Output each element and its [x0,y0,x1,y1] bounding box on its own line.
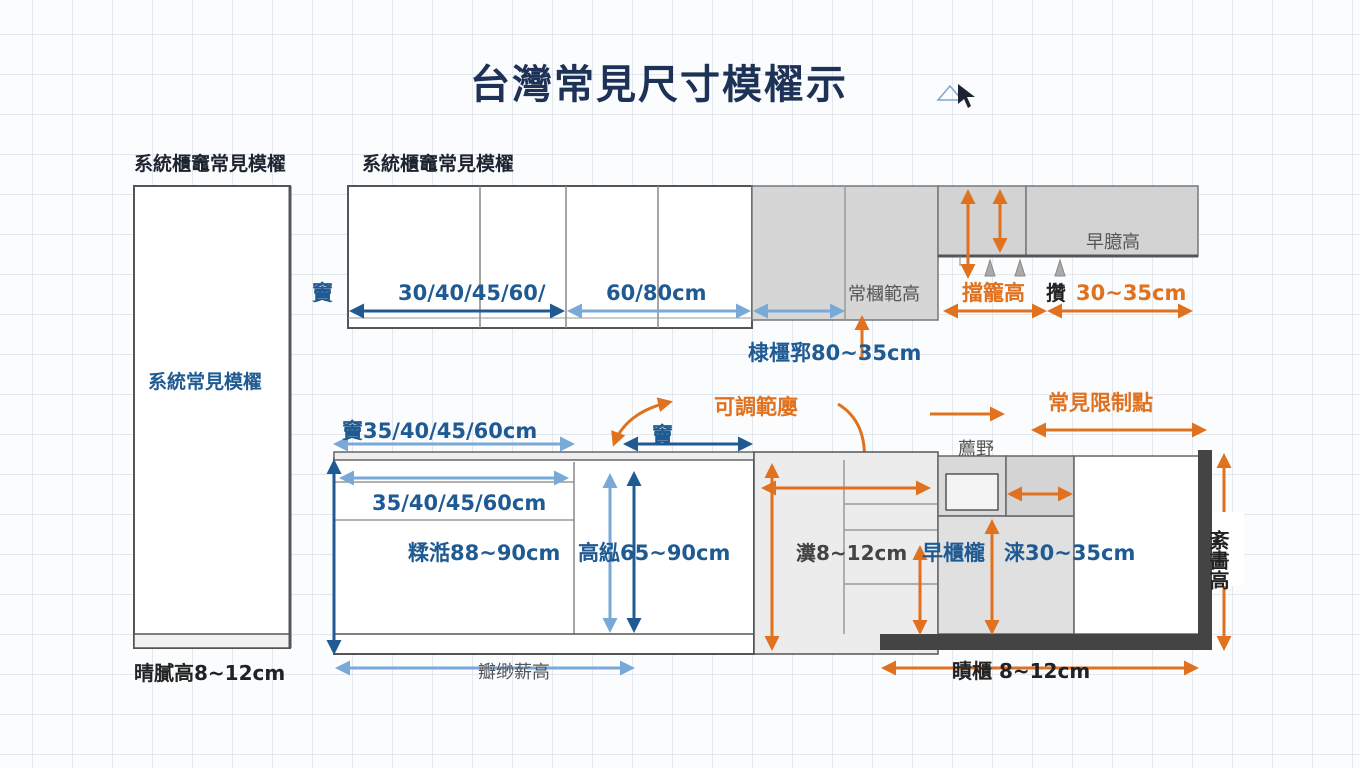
right-side-label: 紊畵高 [1206,529,1230,590]
drawer-widths-label: 35/40/45/60cm [372,491,546,515]
body-height-label: 糅湉88~90cm [408,541,560,565]
small-width-label: 竇 [652,423,673,447]
total-height-label: 高紭65~90cm [578,541,730,565]
page-title: 台灣常見尺寸模櫂示 [470,62,848,108]
upper-widths-b-label: 60/80cm [606,281,706,305]
upper-right-top-label: 早臆高 [1086,232,1140,253]
cursor-icon [936,84,975,108]
lower-cabinets [333,450,1212,655]
tall-base-label: 晴膩高8~12cm [134,661,285,685]
hang-height-label: 擋籠高 [962,281,1025,305]
width-short-label: 竇 [312,281,333,305]
counter-widths-label: 竇35/40/45/60cm [342,419,537,443]
appliance-depth-label: 涞30~35cm [1004,541,1135,565]
tall-cabinet [133,185,292,649]
upper-widths-a-label: 30/40/45/60/ [398,281,546,305]
bottom-right-label: 瞔櫃 8~12cm [952,659,1090,683]
adjustable-label: 可調範廮 [714,395,798,419]
oven-cabinet-label: 早櫃櫳 [922,541,985,565]
upper-grey-cabinets [751,185,1199,321]
tall-cabinet-label: 系統常見模櫂 [148,370,262,393]
common-limit-label: 常見限制點 [1048,391,1153,415]
upper-cabinets-header: 系統櫃竈常見模櫂 [362,152,514,175]
tall-cabinet-header: 系統櫃竈常見模櫂 [134,152,286,175]
upper-cabinets [347,185,753,329]
toe-range-label: 瀵8~12cm [796,541,907,565]
bottom-mid-label: 瓣缈薪高 [478,662,550,683]
depth-range-label: 30~35cm [1076,281,1186,305]
hood-height-label: 常槶範高 [848,284,920,305]
appliance-top-label: 薦野 [958,439,994,460]
right-label-bg [1212,512,1244,586]
depth-prefix-label: 攢 [1046,281,1066,305]
mid-gap-label: 棣橿郛80~35cm [748,341,921,365]
